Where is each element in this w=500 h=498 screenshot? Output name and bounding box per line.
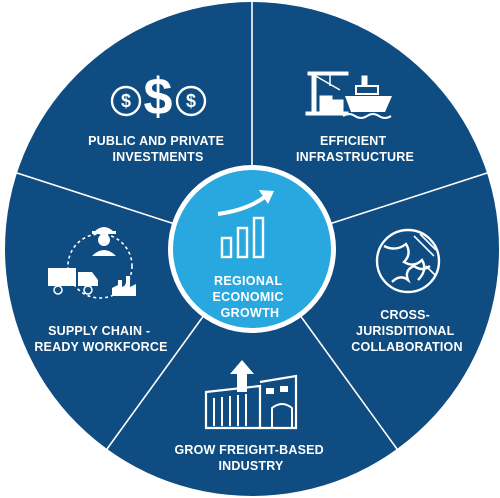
segment-freight-label: GROW FREIGHT-BASED INDUSTRY [174,443,327,473]
segment-workforce-label: SUPPLY CHAIN - READY WORKFORCE [34,324,167,354]
segment-dividers [16,2,488,450]
dollar-coins-icon: $ $ $ [110,68,207,126]
svg-text:$: $ [121,91,131,111]
segment-investments-label: PUBLIC AND PRIVATE INVESTMENTS [88,134,228,164]
segment-infrastructure-label: EFFICIENT INFRASTRUCTURE [296,134,414,164]
center-label: REGIONAL ECONOMIC GROWTH [213,274,288,320]
growth-chart-icon [217,190,274,259]
svg-text:$: $ [144,68,173,126]
segment-collaboration-label: CROSS- JURISDITIONAL COLLABORATION [351,308,462,354]
center-hub: REGIONAL ECONOMIC GROWTH [168,165,336,333]
svg-text:$: $ [186,91,196,111]
warehouse-growth-icon [204,360,298,430]
port-crane-ship-icon [305,71,392,119]
segment-freight: GROW FREIGHT-BASED INDUSTRY [174,360,327,473]
segment-workforce: SUPPLY CHAIN - READY WORKFORCE [34,227,167,354]
segment-infrastructure: EFFICIENT INFRASTRUCTURE [296,71,414,164]
worker-truck-factory-icon [48,227,136,299]
segment-investments: $ $ $ PUBLIC AND PRIVATE INVESTMENTS [88,68,228,164]
segment-collaboration: CROSS- JURISDITIONAL COLLABORATION [351,228,462,354]
puzzle-globe-icon [375,228,441,294]
